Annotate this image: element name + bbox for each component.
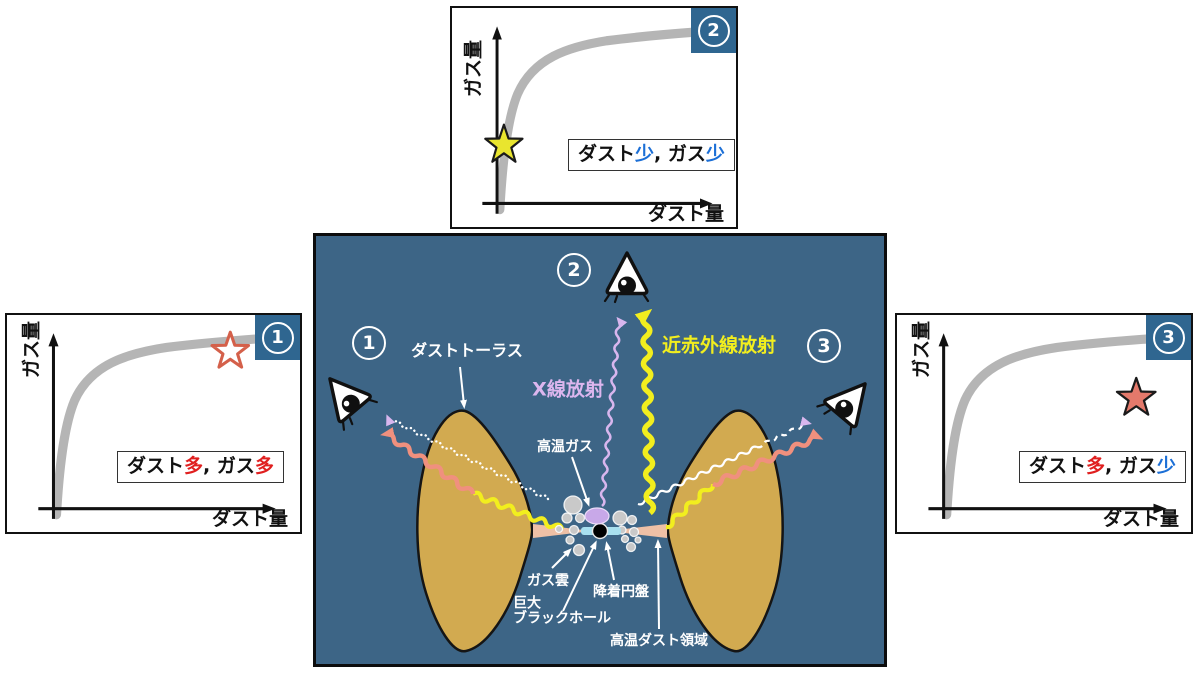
gas-cloud-pointer	[551, 548, 572, 569]
chart-panel-2: ガス量 ダスト量 ダスト少, ガス少 2	[450, 6, 738, 229]
x-axis-label: ダスト量	[1102, 508, 1179, 530]
hot-gas-pointer	[571, 456, 590, 507]
hot-gas-label: 高温ガス	[537, 439, 593, 455]
xray-partially-absorbed-wave-right	[756, 416, 812, 449]
badge-number: 2	[697, 14, 730, 47]
accretion-disk-pointer	[604, 541, 615, 581]
panel-number-badge: 1	[255, 315, 300, 360]
chart-panel-3: ガス量 ダスト量 ダスト多, ガス少 3	[895, 313, 1193, 534]
chart-1-plot	[38, 330, 276, 520]
agn-diagram-art	[316, 251, 883, 653]
anno-qual2: 少	[705, 143, 725, 165]
xray-wave-right-inner	[637, 445, 758, 506]
eye-icon-2	[603, 251, 650, 304]
xray-attenuated-wave-left	[386, 414, 550, 501]
anno-part1: ダスト	[1029, 455, 1087, 477]
anno-qual1: 多	[1086, 455, 1106, 477]
anno-part1: ダスト	[127, 455, 185, 477]
chart-3-plot	[928, 333, 1167, 520]
panel-number-badge: 3	[1146, 315, 1191, 360]
badge-number: 1	[261, 321, 294, 354]
dust-torus-right-lobe	[666, 409, 784, 653]
gas-dust-curve	[942, 333, 1162, 520]
chart-annotation: ダスト少, ガス少	[568, 139, 735, 171]
anno-part2: ガス	[1118, 455, 1157, 477]
anno-part2: ガス	[667, 143, 706, 165]
hot-dust-pointer	[654, 539, 662, 630]
sightline-number-2: 2	[557, 253, 591, 287]
nir-reddened-wave-right	[712, 428, 824, 488]
hot-gas-blob	[584, 507, 610, 525]
nir-reddened-wave-left	[380, 427, 476, 495]
eye-icon-1	[316, 363, 380, 433]
xray-wave-up	[599, 316, 628, 507]
y-axis-label: ガス量	[462, 40, 485, 98]
open-star-icon	[210, 330, 251, 369]
filled-star-icon	[1115, 376, 1157, 416]
nir-wave-right-inner	[665, 483, 716, 530]
anno-sep: ,	[203, 455, 217, 477]
chart-2-plot	[482, 26, 713, 215]
anno-qual1: 少	[635, 143, 655, 165]
nir-emission-label: 近赤外線放射	[661, 334, 777, 357]
badge-number: 3	[1152, 321, 1185, 354]
x-axis-label: ダスト量	[647, 203, 724, 225]
filled-star-icon	[484, 123, 524, 163]
black-hole-label-line2: ブラックホール	[513, 611, 611, 627]
y-axis-label: ガス量	[910, 321, 933, 379]
anno-sep: ,	[654, 143, 668, 165]
nir-wave-left-inner	[471, 490, 565, 530]
anno-qual2: 少	[1156, 455, 1176, 477]
black-hole-dot	[591, 522, 609, 540]
anno-qual2: 多	[254, 455, 274, 477]
panel-number-badge: 2	[691, 8, 736, 53]
black-hole-label-line1: 巨大	[513, 595, 541, 612]
dust-torus-label: ダストトーラス	[411, 341, 523, 360]
x-axis-label: ダスト量	[211, 508, 288, 530]
anno-part1: ダスト	[578, 143, 636, 165]
chart-annotation: ダスト多, ガス多	[117, 451, 284, 483]
black-hole-label: 巨大ブラックホール	[513, 595, 611, 628]
gas-dust-curve	[495, 26, 708, 215]
dust-torus-left-lobe	[416, 409, 534, 653]
gas-cloud-label: ガス雲	[527, 573, 569, 589]
y-axis-label: ガス量	[20, 321, 43, 379]
anno-part2: ガス	[216, 455, 255, 477]
chart-annotation: ダスト多, ガス少	[1019, 451, 1186, 483]
gas-dust-curve	[51, 333, 271, 520]
anno-qual1: 多	[184, 455, 204, 477]
hot-dust-region-label: 高温ダスト領域	[610, 633, 708, 649]
eye-icon-3	[815, 368, 883, 437]
dust-torus-pointer	[459, 366, 467, 409]
accretion-disk-label: 降着円盤	[593, 584, 649, 600]
chart-panel-1: ガス量 ダスト量 ダスト多, ガス多 1	[5, 313, 302, 534]
label-pointer-arrows	[459, 366, 662, 630]
agn-diagram-panel: 1 2 3 ダストトーラス X線放射 近赤外線放射 高温ガス ガス雲 巨大ブラッ…	[313, 233, 887, 667]
sightline-number-1: 1	[352, 326, 386, 360]
nir-wave-up	[634, 308, 657, 516]
sightline-number-3: 3	[807, 329, 841, 363]
black-hole-pointer	[562, 540, 597, 612]
gas-cloud-group	[554, 495, 642, 557]
xray-emission-label: X線放射	[532, 378, 604, 401]
anno-sep: ,	[1105, 455, 1119, 477]
